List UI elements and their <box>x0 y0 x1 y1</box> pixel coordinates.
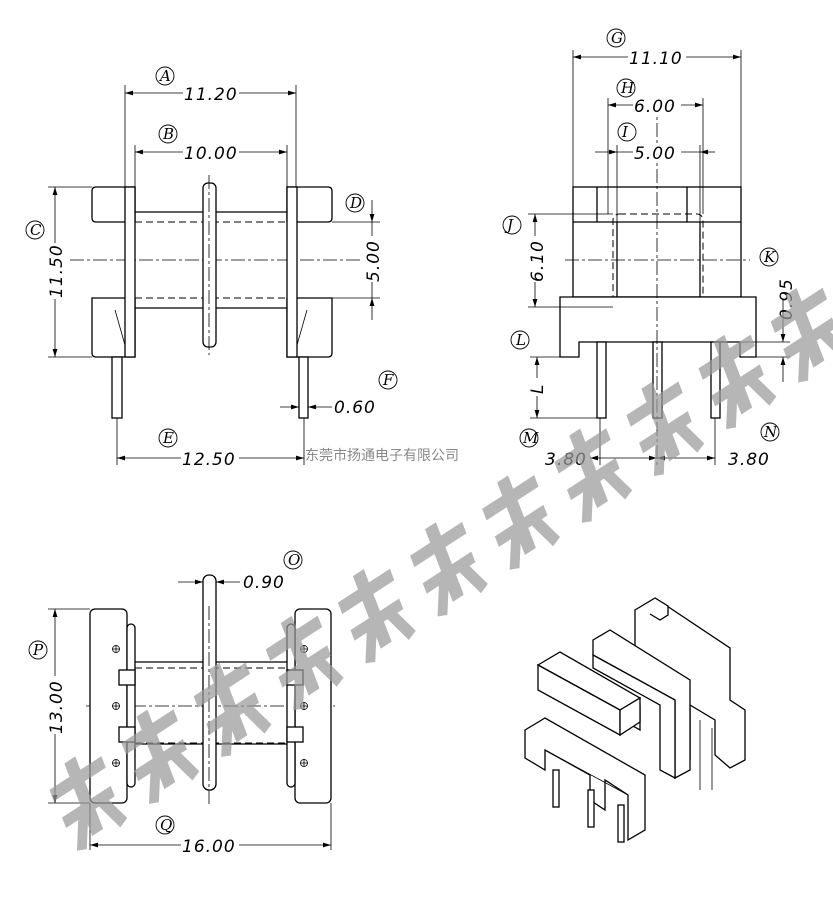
label-Q: Q <box>160 816 172 834</box>
label-J: J <box>504 216 514 234</box>
dim-P: 13.00 <box>47 680 67 734</box>
label-P: P <box>32 641 44 659</box>
dim-N: 3.80 <box>728 450 770 470</box>
dim-Q: 16.00 <box>182 837 236 857</box>
dim-D: 5.00 <box>364 240 384 282</box>
dim-E: 12.50 <box>182 450 236 470</box>
label-G: G <box>611 29 623 47</box>
label-M: M <box>522 429 539 447</box>
front-view: 11.20 A 10.00 B 11.50 C 5.00 D 0.60 F 12… <box>25 66 398 470</box>
dim-I: 5.00 <box>634 144 676 164</box>
label-I: I <box>621 123 629 141</box>
label-F: F <box>382 371 394 389</box>
label-O: O <box>288 551 300 569</box>
label-A: A <box>158 67 171 85</box>
dim-O: 0.90 <box>243 573 285 593</box>
label-K: K <box>763 248 776 266</box>
dim-A: 11.20 <box>184 85 238 105</box>
label-H: H <box>620 79 635 97</box>
dim-G: 11.10 <box>629 49 683 69</box>
label-N: N <box>763 423 778 441</box>
dim-F: 0.60 <box>334 398 376 418</box>
dim-H: 6.00 <box>634 97 676 117</box>
dim-J: 6.10 <box>528 240 548 282</box>
dim-B: 10.00 <box>184 144 238 164</box>
label-L: L <box>515 331 526 349</box>
dim-L: L <box>528 384 548 394</box>
side-view: 11.10 G 6.00 H 5.00 I 6.10 J 0.95 K L L … <box>502 28 797 470</box>
label-E: E <box>162 429 174 447</box>
label-D: D <box>349 194 362 212</box>
label-B: B <box>162 125 174 143</box>
label-C: C <box>30 221 42 239</box>
isometric-view <box>524 597 746 843</box>
watermark-small: 东莞市扬通电子有限公司 <box>305 447 459 464</box>
dim-C: 11.50 <box>47 244 67 298</box>
watermark-large-picture <box>44 273 833 857</box>
